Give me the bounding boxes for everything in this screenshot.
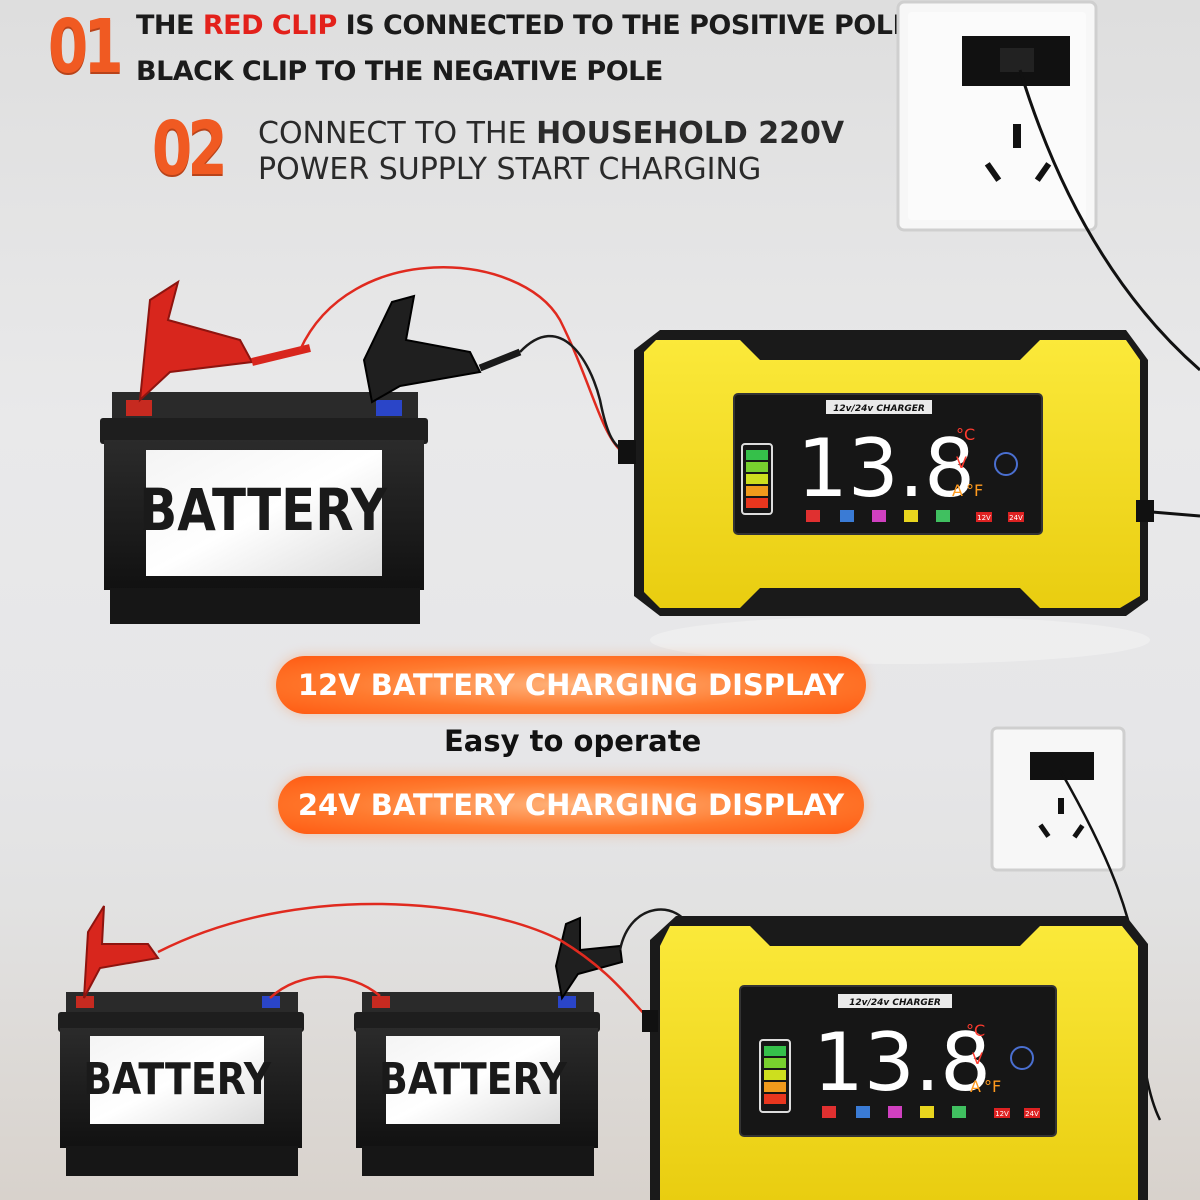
charger-top-unit-c: °C [956, 425, 975, 444]
charger-top-24v: 24V [1009, 514, 1023, 522]
step-1-line-2: BLACK CLIP TO THE NEGATIVE POLE [136, 56, 663, 87]
display-12v-banner: 12V BATTERY CHARGING DISPLAY [276, 656, 866, 714]
step-1-number: 01 [48, 4, 124, 90]
charger-bottom-unit-c: °C [966, 1021, 985, 1040]
black-clip-bottom [554, 916, 624, 1001]
black-cable-top [519, 335, 627, 454]
charger-top-unit-a: A [952, 481, 963, 500]
charger-top-unit-v: V [956, 453, 967, 472]
step-1-line-1: THE RED CLIP IS CONNECTED TO THE POSITIV… [136, 10, 911, 41]
red-cable-bottom [157, 902, 651, 1021]
charger-top-12v: 12V [977, 514, 991, 522]
series-link-cable [269, 975, 381, 999]
charger-top-reading: 13.8 [797, 422, 975, 515]
charger-bottom-unit-f: °F [984, 1077, 1001, 1096]
charger-top-cord [1151, 510, 1200, 518]
power-cord-top [1018, 69, 1200, 372]
red-clip-top [138, 279, 311, 403]
step-2-line-1-prefix: CONNECT TO THE [258, 116, 537, 151]
wall-outlet-top [896, 0, 1098, 232]
battery-top-label: BATTERY [139, 476, 388, 544]
charger-bottom-model: 12v/24v CHARGER [849, 998, 941, 1008]
charger-bottom-unit-v: V [972, 1049, 983, 1068]
battery-bottom-2-label: BATTERY [379, 1053, 568, 1104]
charger-top: 12v/24v CHARGER 13.8 °C V A °F 12V 24V [618, 330, 1154, 616]
step-2-number: 02 [152, 106, 228, 192]
battery-top: BATTERY [100, 392, 428, 624]
step-2-household-text: HOUSEHOLD 220V [536, 116, 845, 151]
wall-outlet-bottom [990, 726, 1126, 872]
battery-bottom-1: BATTERY [58, 992, 304, 1176]
battery-bottom-1-label: BATTERY [83, 1053, 272, 1104]
step-1-line-1-suffix: IS CONNECTED TO THE POSITIVE POLE [336, 10, 911, 41]
easy-to-operate-text: Easy to operate [444, 724, 702, 758]
battery-bottom-2: BATTERY [354, 992, 600, 1176]
charger-top-unit-f: °F [966, 481, 983, 500]
charger-bottom: 12v/24v CHARGER 13.8 °C V A °F 12V 24V [642, 916, 1148, 1200]
red-clip-bottom [83, 905, 160, 999]
display-24v-banner: 24V BATTERY CHARGING DISPLAY [278, 776, 864, 834]
step-1-red-clip-text: RED CLIP [202, 10, 337, 41]
charger-top-reflection [650, 616, 1150, 664]
charger-bottom-unit-a: A [970, 1077, 981, 1096]
charger-bottom-reading: 13.8 [813, 1016, 991, 1109]
step-2-line-1: CONNECT TO THE HOUSEHOLD 220V [258, 116, 844, 151]
step-2-line-2: POWER SUPPLY START CHARGING [258, 152, 762, 187]
charger-bottom-24v: 24V [1025, 1110, 1039, 1118]
black-clip-top [362, 294, 522, 404]
red-cable-top [298, 266, 621, 451]
step-1-line-1-prefix: THE [136, 10, 203, 41]
charger-top-model: 12v/24v CHARGER [833, 404, 925, 414]
charger-bottom-12v: 12V [995, 1110, 1009, 1118]
